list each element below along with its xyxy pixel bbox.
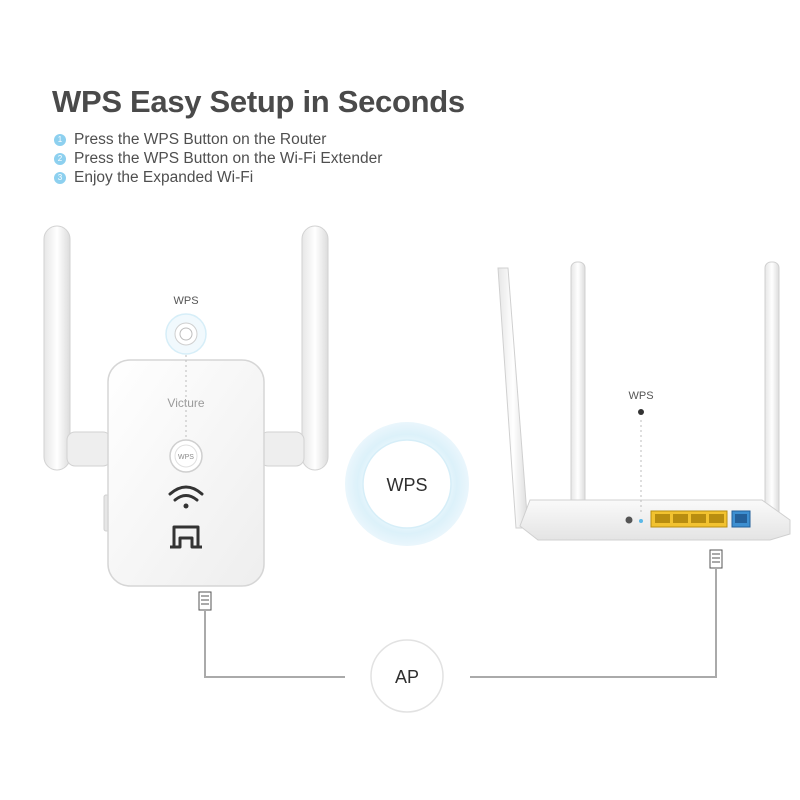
extender-brand-logo: Victure [167,396,204,410]
page-title: WPS Easy Setup in Seconds [52,84,465,119]
router-power-jack [625,516,633,524]
extender-right-antenna [259,225,329,471]
step-number-badge: 2 [54,152,66,165]
wps-center-badge: WPS [345,422,469,546]
step-3: 3 Enjoy the Expanded Wi-Fi [54,168,382,187]
router-lan-ports [650,510,728,528]
router-wps-pinhole[interactable] [639,519,643,523]
step-2: 2 Press the WPS Button on the Wi-Fi Exte… [54,149,382,168]
ap-badge: AP [370,639,444,713]
step-1: 1 Press the WPS Button on the Router [54,130,382,149]
extender-left-antenna [43,225,112,471]
extender-wps-callout-label: WPS [173,295,198,307]
wifi-icon [168,485,204,509]
router-cable-line [470,568,717,678]
step-number-badge: 3 [54,171,66,184]
step-label: Enjoy the Expanded Wi-Fi [74,168,254,186]
extender-cable-line [204,610,345,678]
extender-cable-connector [198,591,212,611]
ap-label: AP [395,667,419,687]
step-label: Press the WPS Button on the Wi-Fi Extend… [74,149,383,167]
wps-center-label: WPS [386,475,427,495]
router-antenna-2 [570,261,586,531]
setup-steps: 1 Press the WPS Button on the Router 2 P… [54,130,382,187]
router-antenna-3 [764,261,780,531]
router-cable-connector [709,549,723,569]
step-label: Press the WPS Button on the Router [74,130,327,148]
router-wps-pinhole-callout [638,409,644,415]
router-wps-callout-label: WPS [628,390,653,402]
router-antenna-1 [497,267,529,529]
router: WPS [497,261,791,569]
ethernet-icon [170,525,202,549]
step-number-badge: 1 [54,133,66,146]
wps-button-icon [174,322,198,346]
router-wan-port [731,510,751,528]
extender-wps-button-label: WPS [178,454,194,461]
wifi-extender: Victure WPS WPS [43,225,329,611]
extender-body [107,359,265,587]
